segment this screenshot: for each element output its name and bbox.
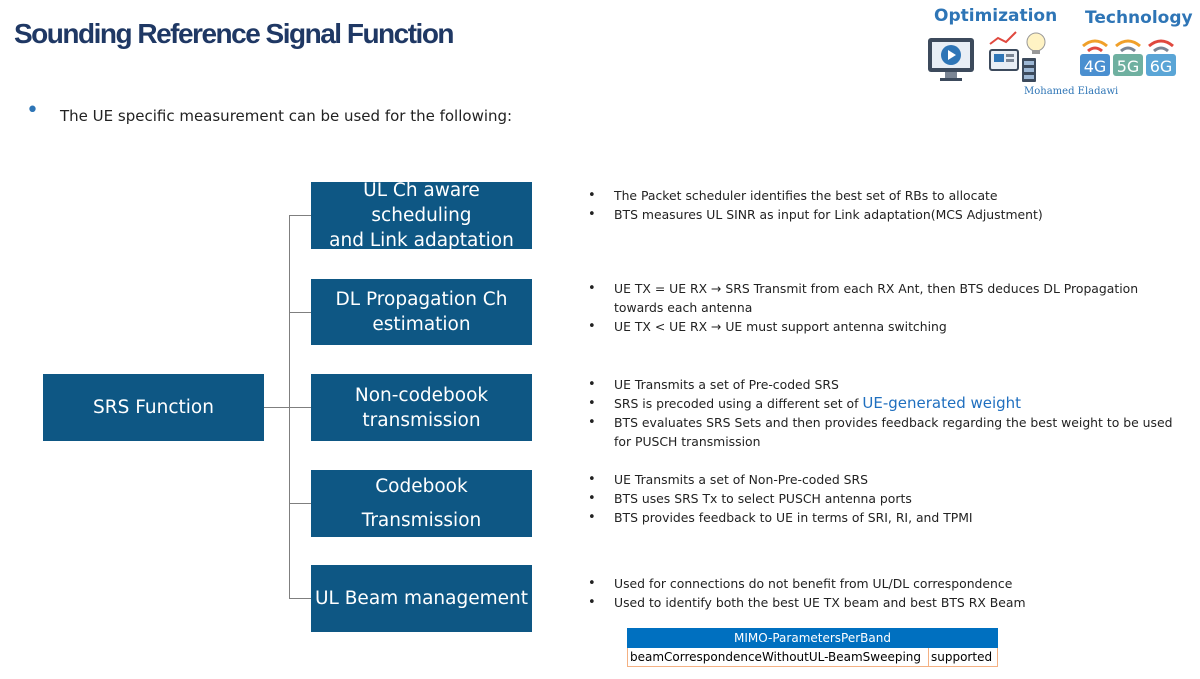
list-item: SRS is precoded using a different set of… (588, 394, 1188, 413)
branch-label: DL Propagation Ch estimation (335, 289, 508, 335)
connector-branch-3 (289, 407, 311, 408)
connector-branch-1 (289, 215, 311, 216)
gen-6g-label: 6G (1150, 57, 1173, 76)
branch-box-dl-propagation: DL Propagation Ch estimation (311, 279, 532, 345)
table-row: beamCorrespondenceWithoutUL-BeamSweeping… (627, 647, 998, 667)
page-title: Sounding Reference Signal Function (14, 18, 455, 49)
bullets-dl-propagation: UE TX = UE RX → SRS Transmit from each R… (588, 279, 1188, 336)
monitor-icon (928, 38, 974, 81)
bullets-non-codebook: UE Transmits a set of Pre-coded SRS SRS … (588, 375, 1188, 451)
list-item: UE TX = UE RX → SRS Transmit from each R… (588, 279, 1188, 317)
list-item: BTS measures UL SINR as input for Link a… (588, 205, 1188, 224)
list-item: Used to identify both the best UE TX bea… (588, 593, 1188, 612)
wifi-6g-icon: 6G (1146, 39, 1176, 76)
logo-optimization-label: Optimization (934, 6, 1058, 26)
list-item: UE Transmits a set of Pre-coded SRS (588, 375, 1188, 394)
gen-5g-label: 5G (1117, 57, 1140, 76)
list-item: The Packet scheduler identifies the best… (588, 186, 1188, 205)
table-header: MIMO-ParametersPerBand (627, 628, 998, 648)
wifi-5g-icon: 5G (1113, 39, 1143, 76)
wifi-4g-icon: 4G (1080, 39, 1110, 76)
bullets-codebook: UE Transmits a set of Non-Pre-coded SRS … (588, 470, 1188, 527)
branch-label: UL Ch aware scheduling and Link adaptati… (329, 180, 514, 251)
bullets-ul-beam: Used for connections do not benefit from… (588, 574, 1188, 612)
connector-branch-5 (289, 598, 311, 599)
table-cell-param: beamCorrespondenceWithoutUL-BeamSweeping (627, 647, 929, 667)
list-item: UE TX < UE RX → UE must support antenna … (588, 317, 1188, 336)
list-item: Used for connections do not benefit from… (588, 574, 1188, 593)
gen-4g-label: 4G (1084, 57, 1107, 76)
branch-label: UL Beam management (315, 588, 528, 609)
list-item: BTS provides feedback to UE in terms of … (588, 508, 1188, 527)
highlight-text: UE-generated weight (862, 394, 1022, 412)
list-item: UE Transmits a set of Non-Pre-coded SRS (588, 470, 1188, 489)
srs-function-box: SRS Function (43, 374, 264, 441)
bullet-text: SRS is precoded using a different set of (614, 396, 863, 411)
connector-branch-2 (289, 312, 311, 313)
connector-root-to-trunk (264, 407, 290, 408)
list-item: BTS evaluates SRS Sets and then provides… (588, 413, 1188, 451)
branch-box-ul-scheduling: UL Ch aware scheduling and Link adaptati… (311, 180, 532, 251)
branch-box-non-codebook: Non-codebook transmission (311, 374, 532, 441)
table-cell-value: supported (928, 647, 998, 667)
analytics-dashboard-icon (989, 31, 1046, 82)
bullet-dot-icon: • (26, 98, 39, 123)
author-label: Mohamed Eladawi (1024, 86, 1119, 97)
srs-function-label: SRS Function (93, 397, 214, 418)
branch-label: Codebook Transmission (361, 475, 482, 531)
connector-branch-4 (289, 503, 311, 504)
mimo-parameters-table: MIMO-ParametersPerBand beamCorrespondenc… (627, 628, 998, 667)
branch-box-ul-beam: UL Beam management (311, 565, 532, 632)
branch-label: Non-codebook transmission (354, 384, 489, 431)
intro-text: The UE specific measurement can be used … (60, 107, 513, 125)
branch-box-codebook: Codebook Transmission (311, 470, 532, 537)
table-row: MIMO-ParametersPerBand (627, 628, 998, 648)
bullets-ul-scheduling: The Packet scheduler identifies the best… (588, 186, 1188, 224)
logo-technology-label: Technology (1085, 8, 1193, 28)
list-item: BTS uses SRS Tx to select PUSCH antenna … (588, 489, 1188, 508)
